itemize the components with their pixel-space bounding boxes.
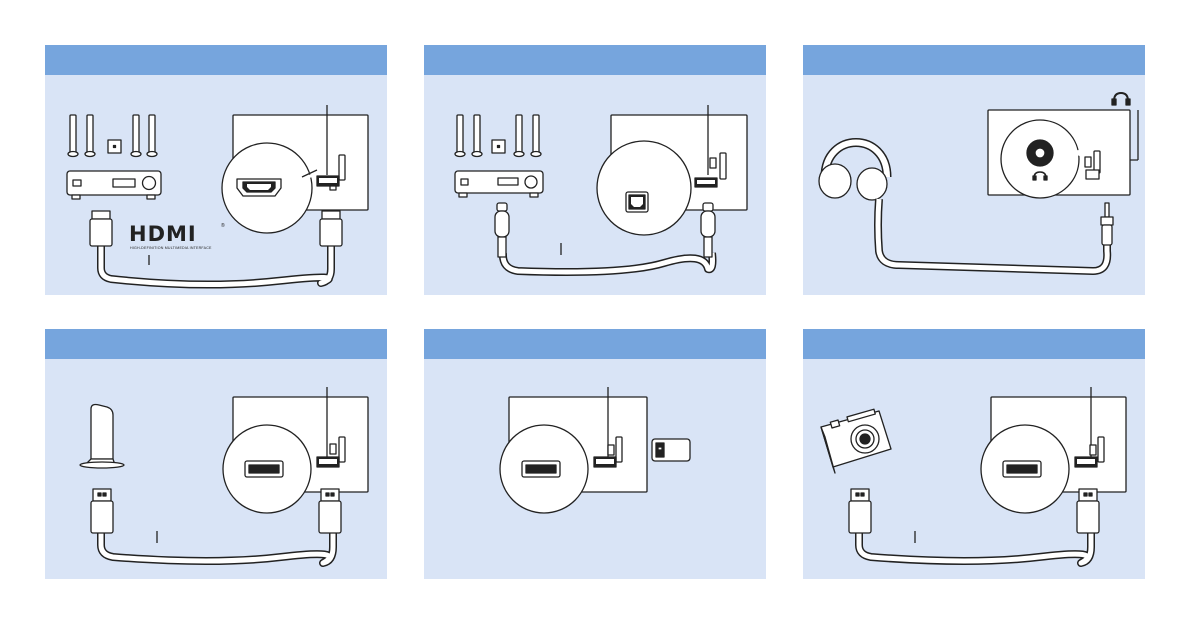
av-receiver-icon — [455, 171, 543, 197]
tv-icon — [981, 387, 1126, 513]
panel-header — [803, 45, 1145, 75]
hdmi-logo-mark: ® — [221, 222, 225, 229]
speaker-set-icon — [455, 115, 541, 157]
hdmi-logo-text: HDMI — [129, 222, 197, 246]
tv-icon — [500, 387, 647, 513]
panel-header — [424, 45, 766, 75]
camera-icon — [821, 409, 891, 473]
panel-usb-hard-drive — [45, 329, 387, 579]
av-receiver-icon — [67, 171, 161, 199]
usb-hard-drive-diagram — [45, 359, 387, 579]
panel-headphone-connection — [803, 45, 1145, 295]
panel-header — [45, 329, 387, 359]
usb-cable-icon — [849, 489, 1099, 563]
tv-icon — [988, 110, 1130, 198]
usb-flash-drive-icon — [652, 439, 690, 461]
optical-connection-diagram — [424, 75, 766, 295]
hard-drive-icon — [80, 405, 124, 469]
tv-icon — [597, 105, 747, 235]
hdmi-cable-icon — [90, 211, 342, 285]
usb-cable-icon — [91, 489, 341, 563]
hdmi-logo: HDMI ® HIGH-DEFINITION MULTIMEDIA INTERF… — [129, 222, 225, 250]
panel-usb-flash-drive — [424, 329, 766, 579]
panel-usb-camera — [803, 329, 1145, 579]
hdmi-logo-tagline: HIGH-DEFINITION MULTIMEDIA INTERFACE — [130, 246, 212, 250]
panel-hdmi-connection: HDMI ® HIGH-DEFINITION MULTIMEDIA INTERF… — [45, 45, 387, 295]
speaker-set-icon — [68, 115, 157, 157]
usb-flash-drive-diagram — [424, 359, 766, 579]
headphones-icon — [819, 143, 887, 201]
headphone-connection-diagram — [803, 75, 1145, 295]
tv-icon — [222, 105, 368, 233]
audio-cable-icon — [877, 199, 1113, 295]
panel-header — [803, 329, 1145, 359]
tv-icon — [223, 387, 368, 513]
panel-optical-connection — [424, 45, 766, 295]
usb-camera-diagram — [803, 359, 1145, 579]
panel-header — [424, 329, 766, 359]
panel-header — [45, 45, 387, 75]
hdmi-connection-diagram: HDMI ® HIGH-DEFINITION MULTIMEDIA INTERF… — [45, 75, 387, 295]
